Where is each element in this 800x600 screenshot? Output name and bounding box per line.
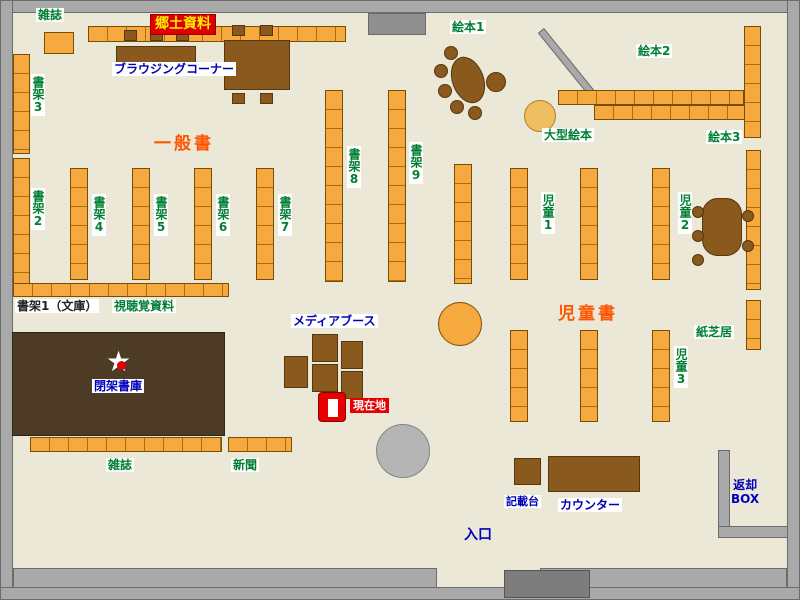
label-shelf8: 書架8	[347, 146, 361, 188]
children-shelf-bottom-2	[580, 330, 598, 422]
label-jido2: 児童2	[678, 192, 692, 234]
round-shelf-children	[438, 302, 482, 346]
label-kamishibai: 紙芝居	[694, 325, 735, 340]
label-jido1: 児童1	[541, 192, 555, 234]
shelf-2-wall	[13, 158, 30, 290]
label-browsing-corner: ブラウジングコーナー	[112, 62, 237, 77]
chair	[260, 25, 273, 36]
shelf-6-column	[194, 168, 212, 280]
wall-left	[0, 0, 13, 600]
media-booth-unit	[312, 334, 338, 362]
browsing-table-left	[116, 46, 196, 63]
children-shelf-top-3	[652, 168, 670, 280]
label-writing-desk: 記載台	[504, 495, 541, 509]
shelf-4-column	[70, 168, 88, 280]
children-shelf-bottom-3	[652, 330, 670, 422]
stool	[486, 72, 506, 92]
label-large-ehon: 大型絵本	[542, 128, 595, 143]
stool	[434, 64, 448, 78]
label-shelf3: 書架3	[31, 74, 45, 116]
label-entrance: 入口	[464, 527, 492, 543]
label-counter: カウンター	[558, 498, 623, 513]
chair	[260, 93, 273, 104]
media-booth-unit	[312, 364, 338, 392]
label-shelf1-bunko: 書架1（文庫）	[15, 299, 100, 314]
right-wall-shelf-top	[744, 26, 761, 138]
children-shelf-bottom-1	[510, 330, 528, 422]
newspaper-shelf-bottom	[228, 437, 292, 452]
children-shelf-top-2	[580, 168, 598, 280]
picture-book-shelf-strip-2	[594, 105, 745, 120]
stool	[450, 100, 464, 114]
wall-top	[0, 0, 800, 13]
children-oval-table	[702, 198, 742, 256]
label-local-materials: 郷土資料	[150, 14, 216, 35]
children-shelf-top-1	[510, 168, 528, 280]
media-booth-current	[318, 392, 346, 422]
label-return-box: 返却 BOX	[731, 478, 760, 507]
label-shelf7: 書架7	[278, 194, 292, 236]
label-media-booth: メディアブース	[291, 314, 378, 329]
shelf-5-column	[132, 168, 150, 280]
right-wall-shelf-kamishibai	[746, 300, 761, 350]
label-magazines-bottom: 雑誌	[106, 458, 135, 473]
label-magazines-top: 雑誌	[36, 8, 65, 23]
shelf-9-column	[388, 90, 406, 282]
counter-desk	[548, 456, 640, 492]
star-center-dot	[117, 361, 126, 370]
stool	[444, 46, 458, 60]
reading-bench	[444, 51, 492, 109]
label-ehon3: 絵本3	[706, 130, 743, 145]
label-children-books: 児童書	[558, 304, 618, 324]
label-jido3: 児童3	[674, 346, 688, 388]
chair	[232, 93, 245, 104]
shelf-center-column	[454, 164, 472, 284]
right-wall-shelf-middle	[746, 150, 761, 290]
picture-book-shelf-strip-1	[558, 90, 744, 105]
media-booth-unit	[284, 356, 308, 388]
chair	[232, 25, 245, 36]
label-general-books: 一般書	[154, 134, 214, 154]
media-booth-unit	[341, 341, 363, 369]
pillar-top	[368, 13, 426, 35]
label-shelf6: 書架6	[216, 194, 230, 236]
pillar-column	[376, 424, 430, 478]
chair	[692, 254, 704, 266]
label-shelf4: 書架4	[92, 194, 106, 236]
shelf-3-wall	[13, 54, 30, 154]
shelf-8-column	[325, 90, 343, 282]
label-shelf5: 書架5	[154, 194, 168, 236]
large-picture-book-table	[524, 100, 556, 132]
chair	[124, 30, 137, 41]
magazine-shelf-bottom	[30, 437, 222, 452]
entrance-mat	[504, 570, 590, 598]
label-ehon2: 絵本2	[636, 44, 673, 59]
label-ehon1: 絵本1	[450, 20, 487, 35]
label-shelf2: 書架2	[31, 188, 45, 230]
label-audio-visual: 視聴覚資料	[112, 299, 177, 314]
label-shelf9: 書架9	[409, 142, 423, 184]
label-closed-stacks: 閉架書庫	[92, 379, 145, 394]
wall-right	[787, 0, 800, 600]
wall-bottom	[0, 587, 800, 600]
chair	[742, 210, 754, 222]
label-current-location: 現在地	[350, 398, 389, 414]
label-newspapers: 新聞	[231, 458, 260, 473]
stool	[438, 84, 452, 98]
wall-bottom-left-segment	[13, 568, 437, 588]
shelf-magazine-top	[44, 32, 74, 54]
stool	[468, 106, 482, 120]
returnbox-partition-horizontal	[718, 526, 788, 538]
chair	[742, 240, 754, 252]
media-booth-current-slot	[328, 399, 338, 417]
shelf-divider-strip	[13, 283, 229, 297]
writing-desk	[514, 458, 541, 485]
chair	[692, 230, 704, 242]
shelf-7-column	[256, 168, 274, 280]
chair	[692, 206, 704, 218]
